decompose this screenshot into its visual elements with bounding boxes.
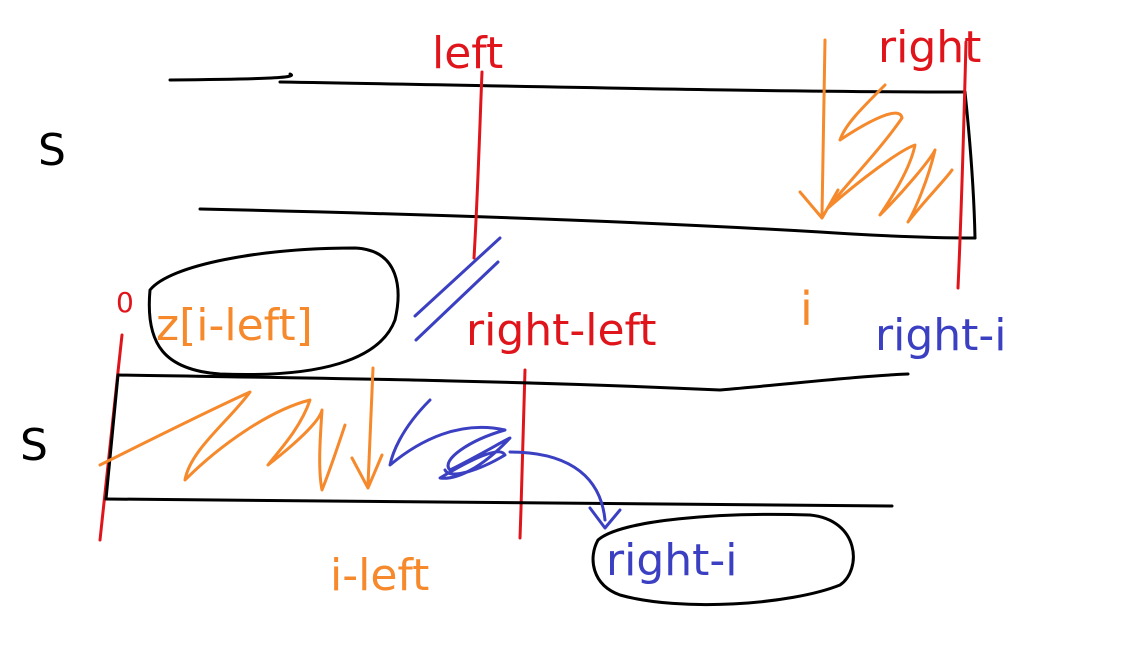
right-minus-left-label: right-left [466,305,657,356]
top-orange-scribble [826,83,954,224]
right-minus-i-bubble [591,512,855,607]
i-marker-label: i [800,282,813,336]
i-arrow-bottom [350,366,384,490]
bottom-string-upper-edge [116,372,910,392]
bottom-blue-scribble [388,398,512,480]
bottom-string-label: S [20,420,48,471]
parallel-mark-2 [414,260,500,342]
top-string [168,72,977,240]
bottom-string [104,372,910,508]
top-string-upper-edge [168,72,967,94]
i-minus-left-label: i-left [330,550,429,601]
z-i-left-label: z[i-left] [156,300,313,351]
right-marker-line [956,40,968,290]
connector-arrow [508,450,622,530]
parallel-mark-1 [413,236,502,318]
i-arrow-top [798,38,840,220]
right-minus-i-top-label: right-i [875,310,1006,361]
z-i-left-bubble [147,246,400,377]
top-string-right-edge [963,90,977,240]
bottom-string-left-edge [104,373,120,501]
label-left: left [432,28,503,79]
left-marker-line [472,70,484,260]
zero-label: 0 [116,286,134,319]
bottom-orange-scribble [98,390,347,492]
right-minus-i-bottom-label: right-i [606,535,737,586]
top-string-lower-edge [198,207,977,240]
bottom-string-lower-edge [104,497,894,508]
top-string-label: S [38,125,66,176]
